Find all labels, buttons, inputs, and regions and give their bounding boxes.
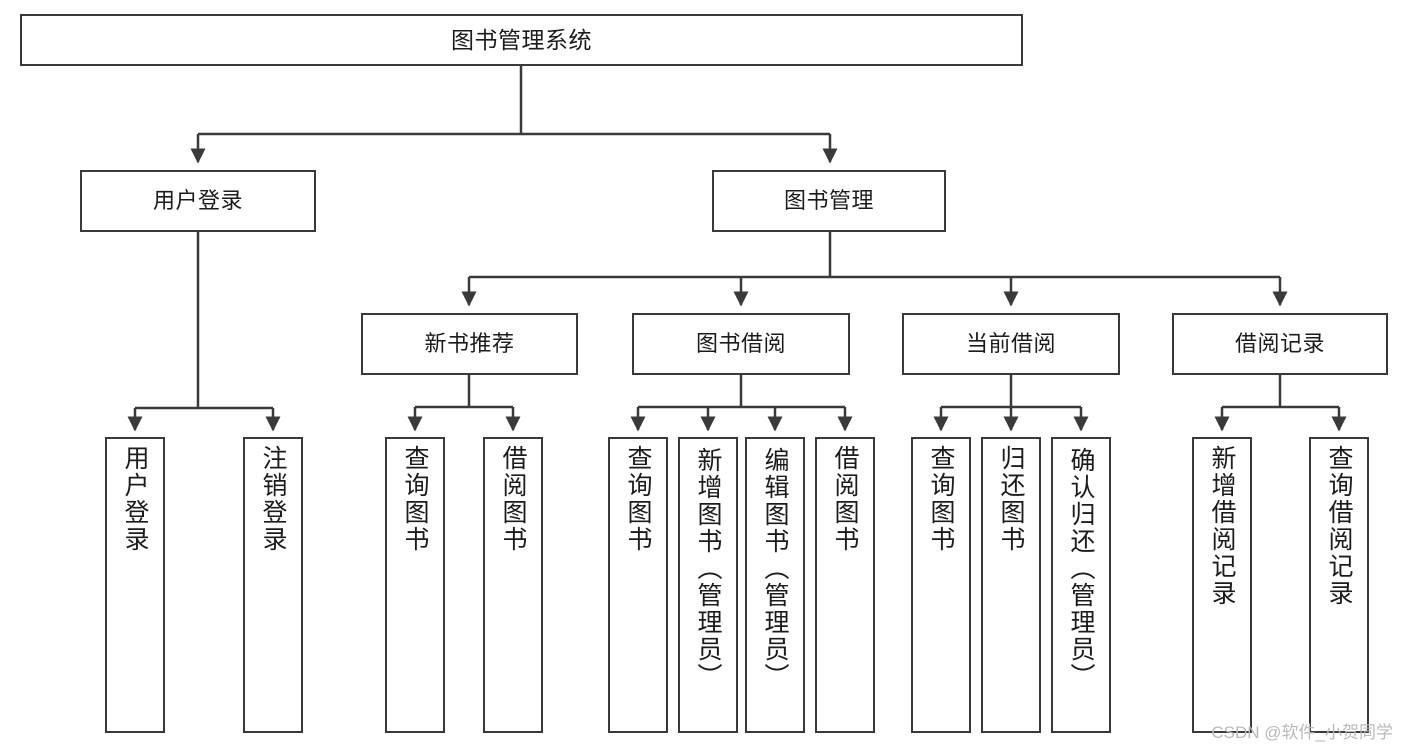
node-borrow-record[interactable]: 借阅记录 <box>1172 313 1388 375</box>
node-label: 图书借阅 <box>695 331 786 357</box>
node-label: 图书管理 <box>783 188 874 214</box>
leaf-edit-book-admin[interactable]: 编辑图书（管理员） <box>745 437 805 733</box>
node-label: 查询图书 <box>624 445 652 553</box>
leaf-borrow-book[interactable]: 借阅图书 <box>815 437 875 733</box>
node-current-borrow[interactable]: 当前借阅 <box>902 313 1120 375</box>
node-label: 确认归还（管理员） <box>1067 447 1095 690</box>
node-user-login[interactable]: 用户登录 <box>80 170 316 232</box>
node-new-book-recommend[interactable]: 新书推荐 <box>361 313 578 375</box>
leaf-query-book-borrow[interactable]: 查询图书 <box>608 437 668 733</box>
node-label: 借阅图书 <box>831 445 859 553</box>
node-label: 注销登录 <box>259 445 287 553</box>
node-label: 新增图书（管理员） <box>694 447 722 690</box>
leaf-add-borrow-record[interactable]: 新增借阅记录 <box>1192 437 1252 733</box>
leaf-add-book-admin[interactable]: 新增图书（管理员） <box>678 437 738 733</box>
node-label: 查询图书 <box>927 445 955 553</box>
node-book-management[interactable]: 图书管理 <box>712 170 946 232</box>
leaf-confirm-return-admin[interactable]: 确认归还（管理员） <box>1051 437 1111 733</box>
node-label: 当前借阅 <box>965 331 1056 357</box>
node-label: 编辑图书（管理员） <box>761 447 789 690</box>
watermark-text: CSDN @软件_小贺同学 <box>1211 723 1393 742</box>
node-label: 新增借阅记录 <box>1208 445 1236 607</box>
node-label: 查询图书 <box>401 445 429 553</box>
node-label: 用户登录 <box>152 188 243 214</box>
node-label: 图书管理系统 <box>451 26 592 53</box>
node-label: 用户登录 <box>121 445 149 553</box>
node-label: 归还图书 <box>997 445 1025 553</box>
leaf-query-book-current[interactable]: 查询图书 <box>911 437 971 733</box>
leaf-return-book[interactable]: 归还图书 <box>981 437 1041 733</box>
node-book-borrow[interactable]: 图书借阅 <box>632 313 850 375</box>
leaf-query-book-recommend[interactable]: 查询图书 <box>385 437 445 733</box>
leaf-user-logout[interactable]: 注销登录 <box>243 437 303 733</box>
node-root-system[interactable]: 图书管理系统 <box>20 14 1023 66</box>
leaf-borrow-book-recommend[interactable]: 借阅图书 <box>483 437 543 733</box>
node-label: 查询借阅记录 <box>1325 445 1353 607</box>
node-label: 借阅记录 <box>1234 331 1325 357</box>
leaf-user-login[interactable]: 用户登录 <box>105 437 165 733</box>
node-label: 新书推荐 <box>424 331 515 357</box>
leaf-query-borrow-record[interactable]: 查询借阅记录 <box>1309 437 1369 733</box>
node-label: 借阅图书 <box>499 445 527 553</box>
